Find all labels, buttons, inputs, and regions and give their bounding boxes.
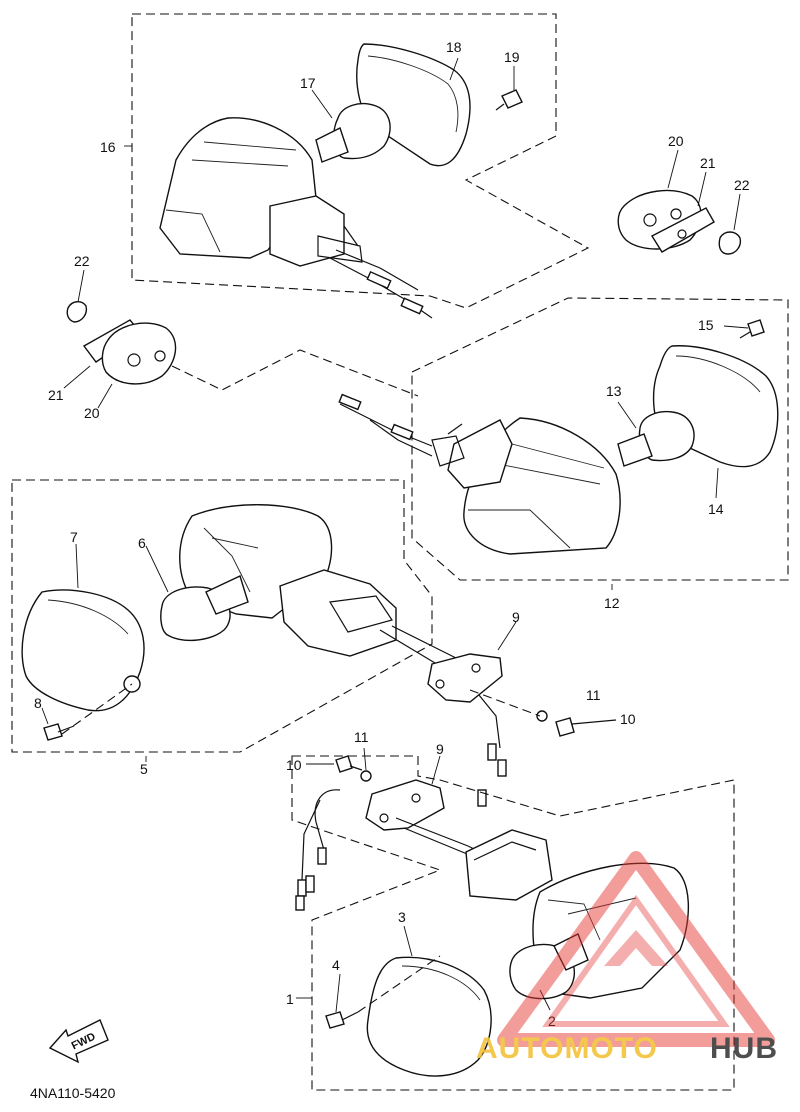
callout-9b: 9 <box>436 741 444 757</box>
callout-2: 2 <box>548 1013 556 1029</box>
assembly-1-turn-signal <box>291 747 735 1091</box>
callout-20b: 20 <box>84 405 100 421</box>
watermark-triangle-icon <box>497 851 775 1047</box>
callout-5: 5 <box>140 761 148 777</box>
assembly-12-turn-signal <box>338 297 789 590</box>
callout-7: 7 <box>70 529 78 545</box>
callout-11: 11 <box>586 687 601 703</box>
callout-17: 17 <box>300 75 316 91</box>
watermark-text-auto: AUTOMOTO <box>476 1032 658 1065</box>
callout-15: 15 <box>698 317 714 333</box>
callout-13: 13 <box>606 383 622 399</box>
callout-18: 18 <box>446 39 462 55</box>
callout-11b: 11 <box>354 729 369 745</box>
callout-9: 9 <box>512 609 520 625</box>
callout-16: 16 <box>100 139 116 155</box>
assembly-5-turn-signal <box>11 479 617 807</box>
assembly-16-turn-signal <box>124 13 590 319</box>
callout-20: 20 <box>668 133 684 149</box>
callout-10: 10 <box>620 711 636 727</box>
callout-12: 12 <box>604 595 620 611</box>
watermark-text-hub: HUB <box>710 1032 778 1065</box>
callout-1: 1 <box>286 991 294 1007</box>
callout-14: 14 <box>708 501 724 517</box>
callout-6: 6 <box>138 535 146 551</box>
diagram-code: 4NA110-5420 <box>30 1085 116 1101</box>
callout-8: 8 <box>34 695 42 711</box>
callout-22b: 22 <box>74 253 90 269</box>
callout-10b: 10 <box>286 757 302 773</box>
callout-3: 3 <box>398 909 406 925</box>
callout-21: 21 <box>700 155 716 171</box>
callout-19: 19 <box>504 49 520 65</box>
callout-labels: 1 2 3 4 5 6 7 8 9 10 11 9 10 11 12 13 14… <box>34 39 750 1029</box>
bracket-group-left <box>63 269 419 409</box>
callout-21b: 21 <box>48 387 64 403</box>
automotohub-watermark: AUTOMOTO HUB <box>476 851 778 1065</box>
bracket-group-right <box>617 149 742 255</box>
forward-direction-arrow: FWD <box>48 1019 109 1064</box>
callout-22: 22 <box>734 177 750 193</box>
callout-4: 4 <box>332 957 340 973</box>
